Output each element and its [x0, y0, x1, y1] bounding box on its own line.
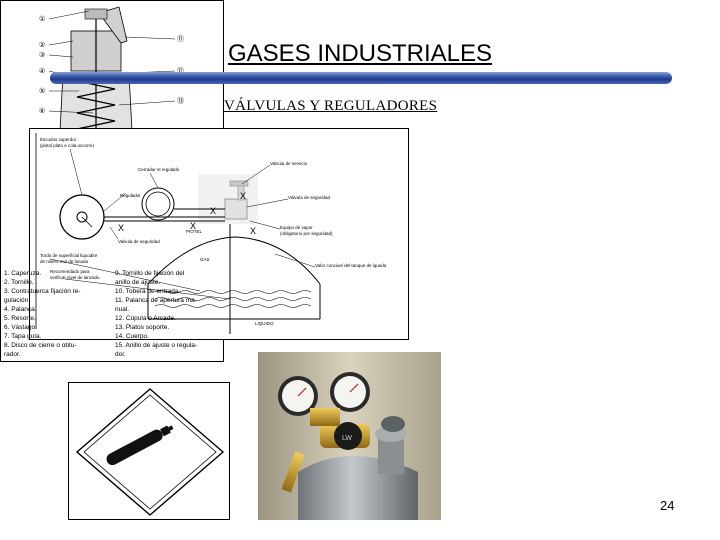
legend-item: 6. Vástago.: [4, 324, 37, 331]
tank-diagram-svg: X X X X X Escudos superdoi (pistol plato…: [35, 133, 387, 334]
label-valvula-seguridad-2: Valvula de seguridad: [118, 239, 160, 244]
legend-item: rador.: [4, 351, 21, 358]
label-escudos: Escudos superdoi: [40, 137, 76, 142]
callout-12: ⑫: [177, 67, 184, 75]
svg-text:X: X: [190, 221, 196, 231]
label-piotel: PIOTEL: [186, 229, 203, 234]
label-tordo: Tordo de superficial liquodire: [40, 253, 98, 258]
valve-parts-legend: 1. Caperuza. 9. Tornillo de fijación del…: [4, 270, 220, 360]
callout-3: ③: [39, 51, 45, 59]
label-tordo-detail: de nisero mol de lanada: [40, 259, 89, 264]
label-recomendado: Recomendado para: [50, 269, 90, 274]
slide-subtitle: VÁLVULAS Y REGULADORES: [224, 98, 438, 114]
callout-11: ⑪: [177, 35, 184, 43]
legend-item: 4. Palanca.: [4, 306, 37, 313]
label-regulador: Regulador: [120, 193, 141, 198]
legend-item: 7. Tapa guía.: [4, 333, 42, 340]
label-valor-conciuel: Valor conciuel del tanque de iqueda: [315, 263, 387, 268]
callout-2: ②: [39, 41, 45, 49]
callout-5: ⑤: [39, 87, 45, 95]
legend-item: 10. Tobera de entrada.: [115, 288, 181, 295]
label-escudos-detail: (pistol plato e cola occorre): [40, 143, 95, 148]
label-valvula-servicio: Valvuia de servicio: [270, 161, 308, 166]
gas-cylinder-diamond-icon: [68, 382, 230, 520]
svg-text:X: X: [240, 191, 246, 201]
tank-installation-diagram: X X X X X Escudos superdoi (pistol plato…: [29, 128, 409, 340]
legend-item: 15. Anillo de ajuste o regula-: [115, 342, 198, 349]
svg-text:X: X: [210, 206, 216, 216]
title-rule: [50, 72, 672, 84]
callout-4: ④: [39, 67, 45, 75]
label-valvula-seguridad: Válvula de seguridad: [288, 195, 331, 200]
legend-item: anillo de ajuste.: [115, 279, 161, 286]
slide-title: GASES INDUSTRIALES: [227, 40, 493, 67]
svg-text:X: X: [250, 226, 256, 236]
legend-item: 1. Caperuza.: [4, 270, 42, 277]
legend-item: 14. Cuerpo.: [115, 333, 149, 340]
legend-item: 13. Platos soporte.: [115, 324, 170, 331]
legend-item: nual.: [115, 306, 130, 313]
legend-item: dor.: [115, 351, 126, 358]
label-cerradura: Cerradur el regulado: [138, 167, 180, 172]
legend-item: gulación.: [4, 297, 31, 304]
page-number: 24: [660, 498, 675, 513]
label-equipo-vapor-detail: (obligatorio por seguridad): [280, 231, 333, 236]
legend-item: 11. Palanca de apertura ma-: [115, 297, 197, 304]
label-equipo-vapor: Equipo de vapor: [280, 225, 313, 230]
label-recomendado-detail: verificar nivel de lanzado: [50, 275, 100, 280]
callout-1: ①: [39, 15, 45, 23]
label-liquido: LIQUIDO: [255, 321, 274, 326]
legend-item: 9. Tornillo de fijación del: [115, 270, 185, 277]
label-gas: GAS: [200, 257, 210, 262]
legend-item: 12. Cúpula o Arcade.: [115, 315, 176, 322]
regulator-photo: LW: [258, 352, 441, 520]
legend-item: 2. Tornillo.: [4, 279, 34, 286]
legend-item: 3. Contratuerca fijación re-: [4, 288, 81, 295]
svg-text:X: X: [118, 223, 124, 233]
callout-13: ⑬: [177, 97, 184, 105]
legend-item: 8. Disco de cierre o obtu-: [4, 342, 77, 349]
callout-6: ⑥: [39, 107, 45, 115]
legend-item: 5. Resorte.: [4, 315, 36, 322]
svg-text:LW: LW: [342, 435, 352, 442]
